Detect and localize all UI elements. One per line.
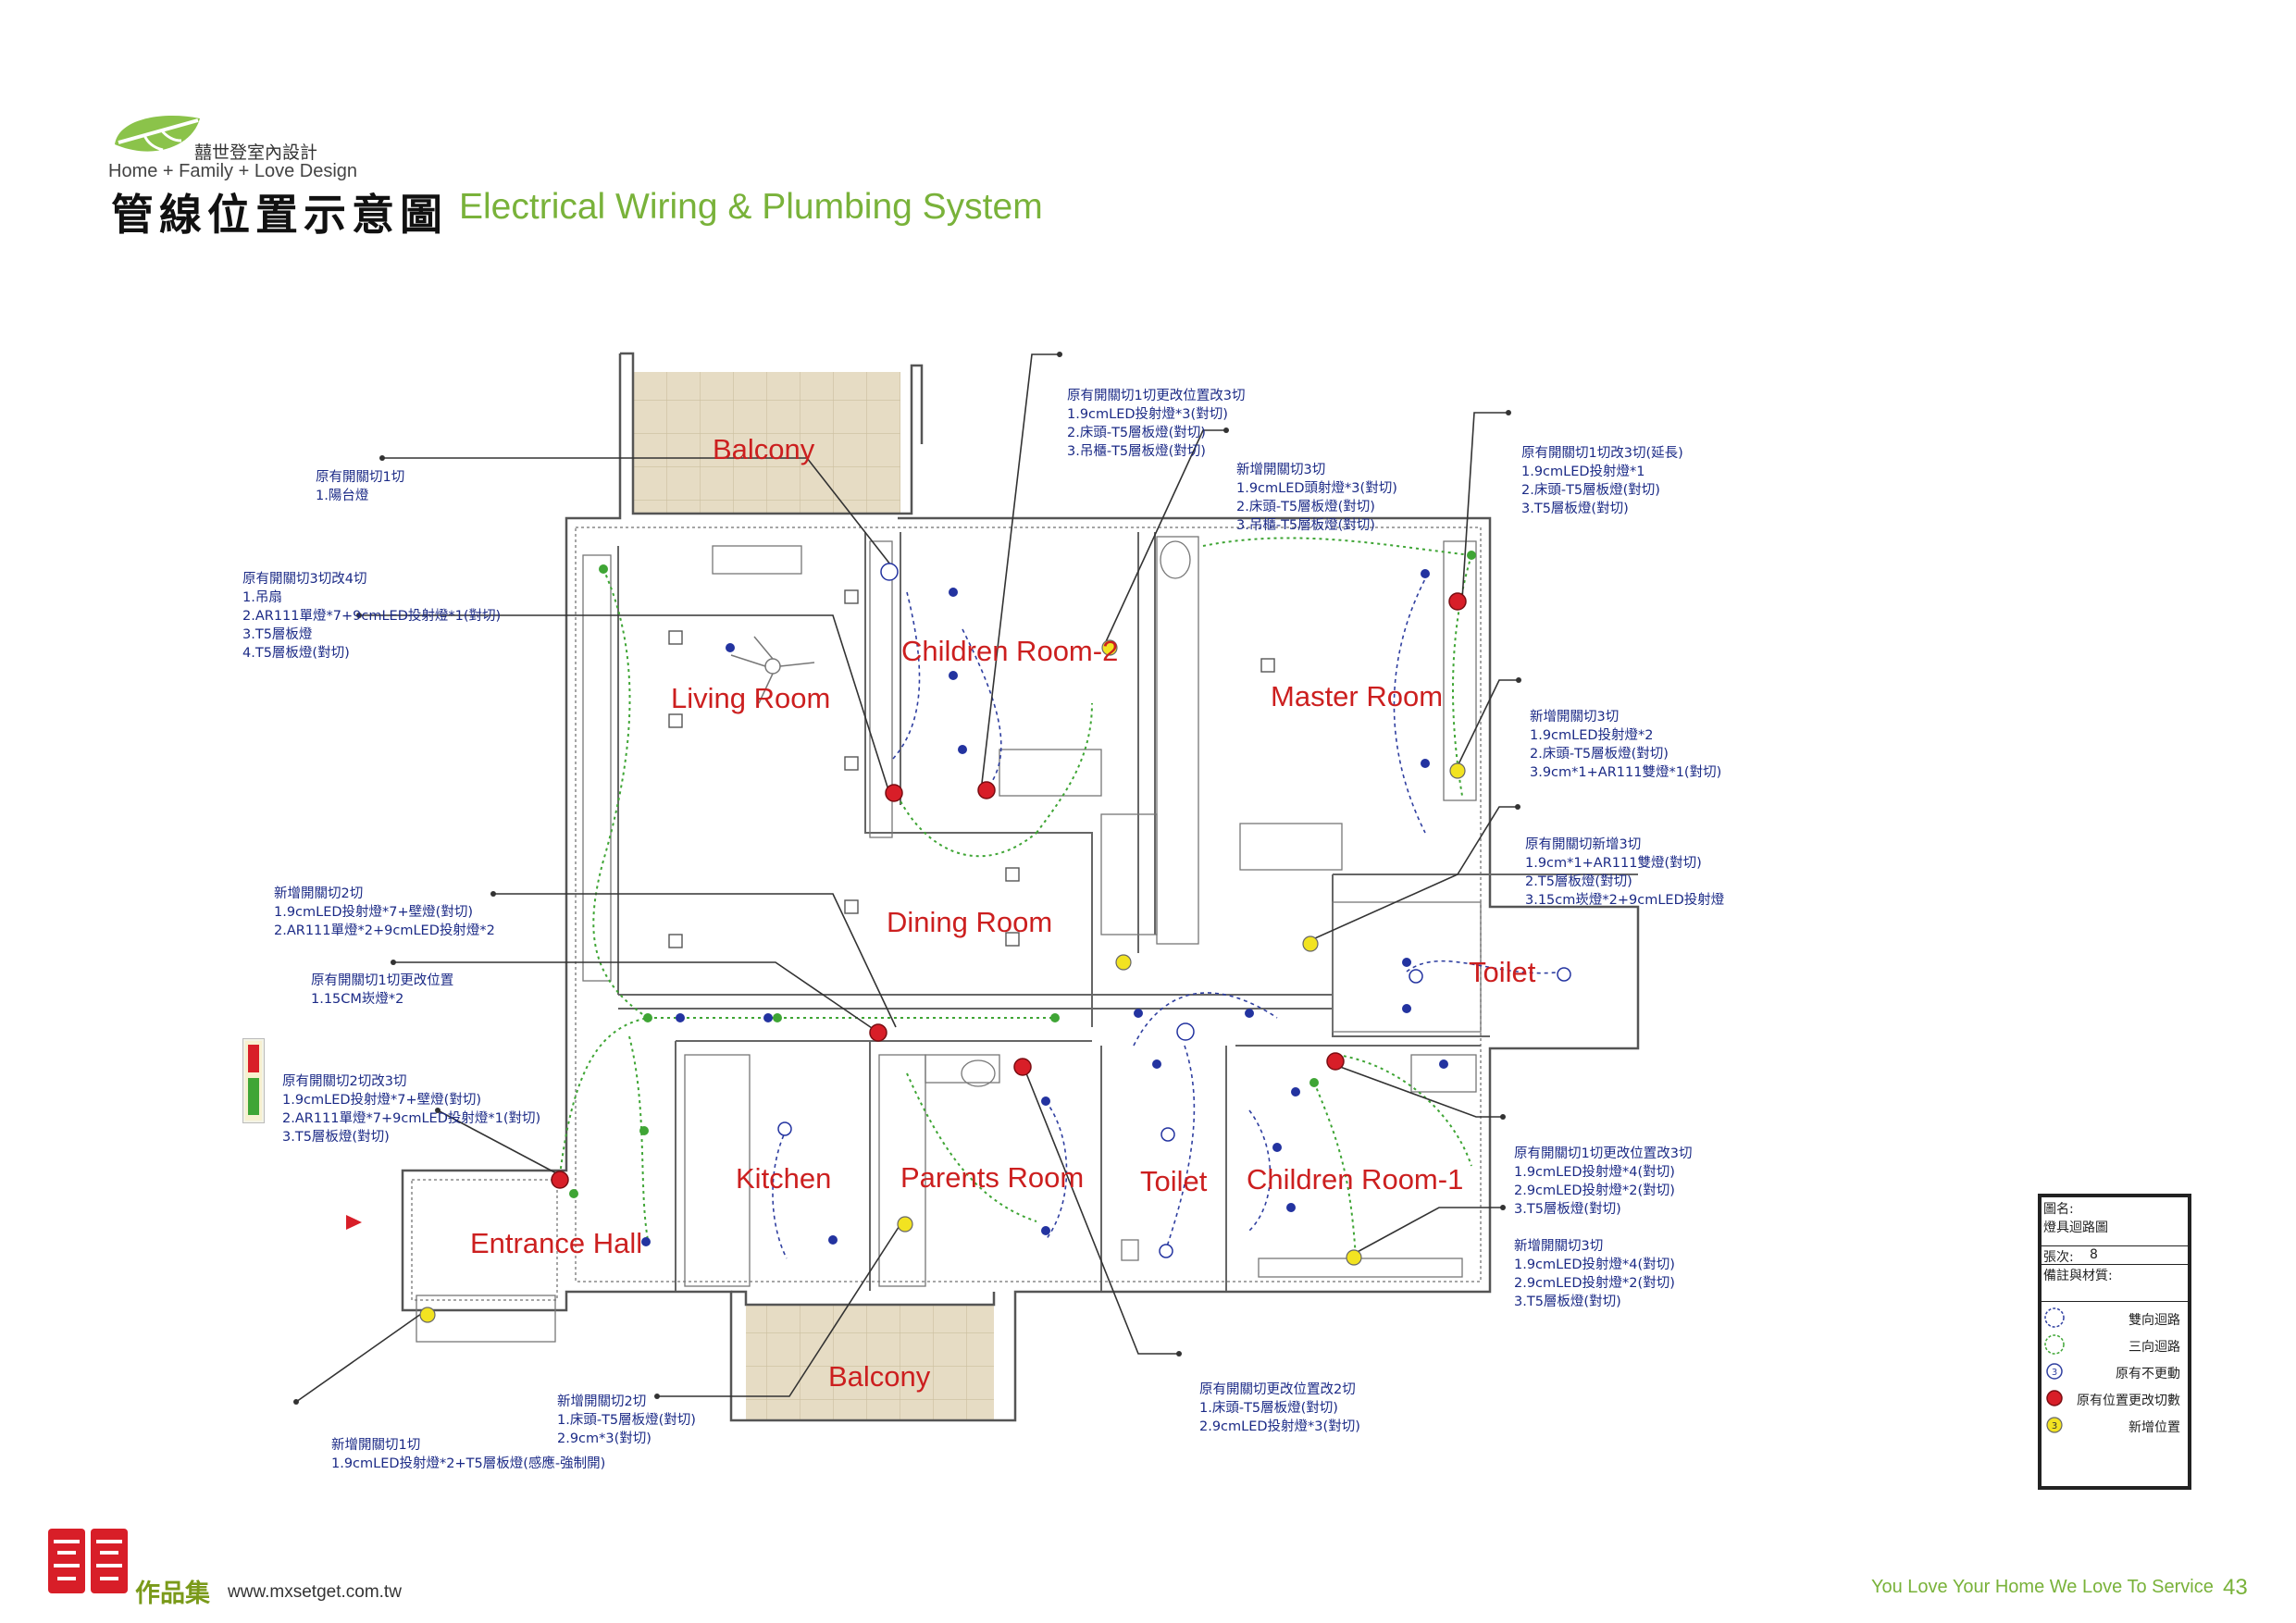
room-label-children-room-1: Children Room-1 [1247, 1163, 1464, 1196]
legend-label-name: 圖名: [2043, 1202, 2074, 1217]
legend-sheet-no: 8 [2090, 1247, 2098, 1262]
brand-name: 囍世登室內設計 [194, 142, 318, 163]
footer-slogan: You Love Your Home We Love To Service [1871, 1577, 2214, 1597]
legend-two-way-icon [2044, 1307, 2065, 1328]
room-label-parents-room: Parents Room [900, 1161, 1085, 1194]
brand-tagline: Home + Family + Love Design [108, 161, 358, 181]
legend-item-unchanged: 原有不更動 [2116, 1367, 2180, 1381]
legend-item-three-way: 三向迴路 [2128, 1340, 2180, 1355]
footer-url[interactable]: www.mxsetget.com.tw [228, 1582, 402, 1602]
page-title-en: Electrical Wiring & Plumbing System [459, 187, 1043, 227]
footer-logo-icon [44, 1525, 133, 1599]
room-label-dining-room: Dining Room [887, 906, 1053, 938]
page-number: 43 [2223, 1575, 2248, 1600]
room-label-entrance-hall: Entrance Hall [470, 1227, 643, 1259]
legend-box: 圖名: 燈具迴路圖 張次: 8 備註與材質: 3 3 雙向迴路 三向迴路 原有不… [2038, 1194, 2191, 1490]
balcony-top-floor [632, 372, 900, 514]
legend-symbols: 3 3 [2044, 1307, 2065, 1433]
legend-new-number: 3 [2052, 1421, 2057, 1431]
legend-changed-icon [2046, 1390, 2063, 1406]
legend-label-sheet: 張次: [2043, 1250, 2074, 1265]
room-label-children-room-2: Children Room-2 [901, 635, 1119, 667]
legend-new-icon [2046, 1417, 2063, 1433]
legend-drawing-name: 燈具迴路圖 [2043, 1220, 2108, 1235]
legend-three-way-icon [2044, 1334, 2065, 1355]
room-label-toilet-right: Toilet [1469, 956, 1536, 988]
balcony-bottom-floor [746, 1305, 994, 1421]
legend-item-two-way: 雙向迴路 [2128, 1313, 2180, 1328]
brand-logo [107, 109, 209, 165]
legend-unchanged-number: 3 [2052, 1368, 2057, 1378]
room-label-kitchen: Kitchen [736, 1162, 832, 1195]
legend-item-new: 新增位置 [2128, 1420, 2180, 1435]
room-label-living-room: Living Room [671, 682, 831, 714]
legend-unchanged-icon [2046, 1363, 2063, 1380]
setget-badge-icon [242, 1038, 265, 1123]
room-label-toilet-mid: Toilet [1140, 1165, 1208, 1197]
room-label-balcony-top: Balcony [713, 433, 815, 465]
page-title-cn: 管線位置示意圖 [111, 190, 448, 240]
legend-item-changed: 原有位置更改切數 [2077, 1394, 2180, 1408]
room-label-master-room: Master Room [1271, 680, 1444, 712]
room-label-balcony-bottom: Balcony [828, 1360, 931, 1393]
legend-label-material: 備註與材質: [2043, 1269, 2113, 1283]
entrance-arrow-icon [346, 1215, 362, 1230]
footer-brand: 作品集 [135, 1580, 210, 1608]
